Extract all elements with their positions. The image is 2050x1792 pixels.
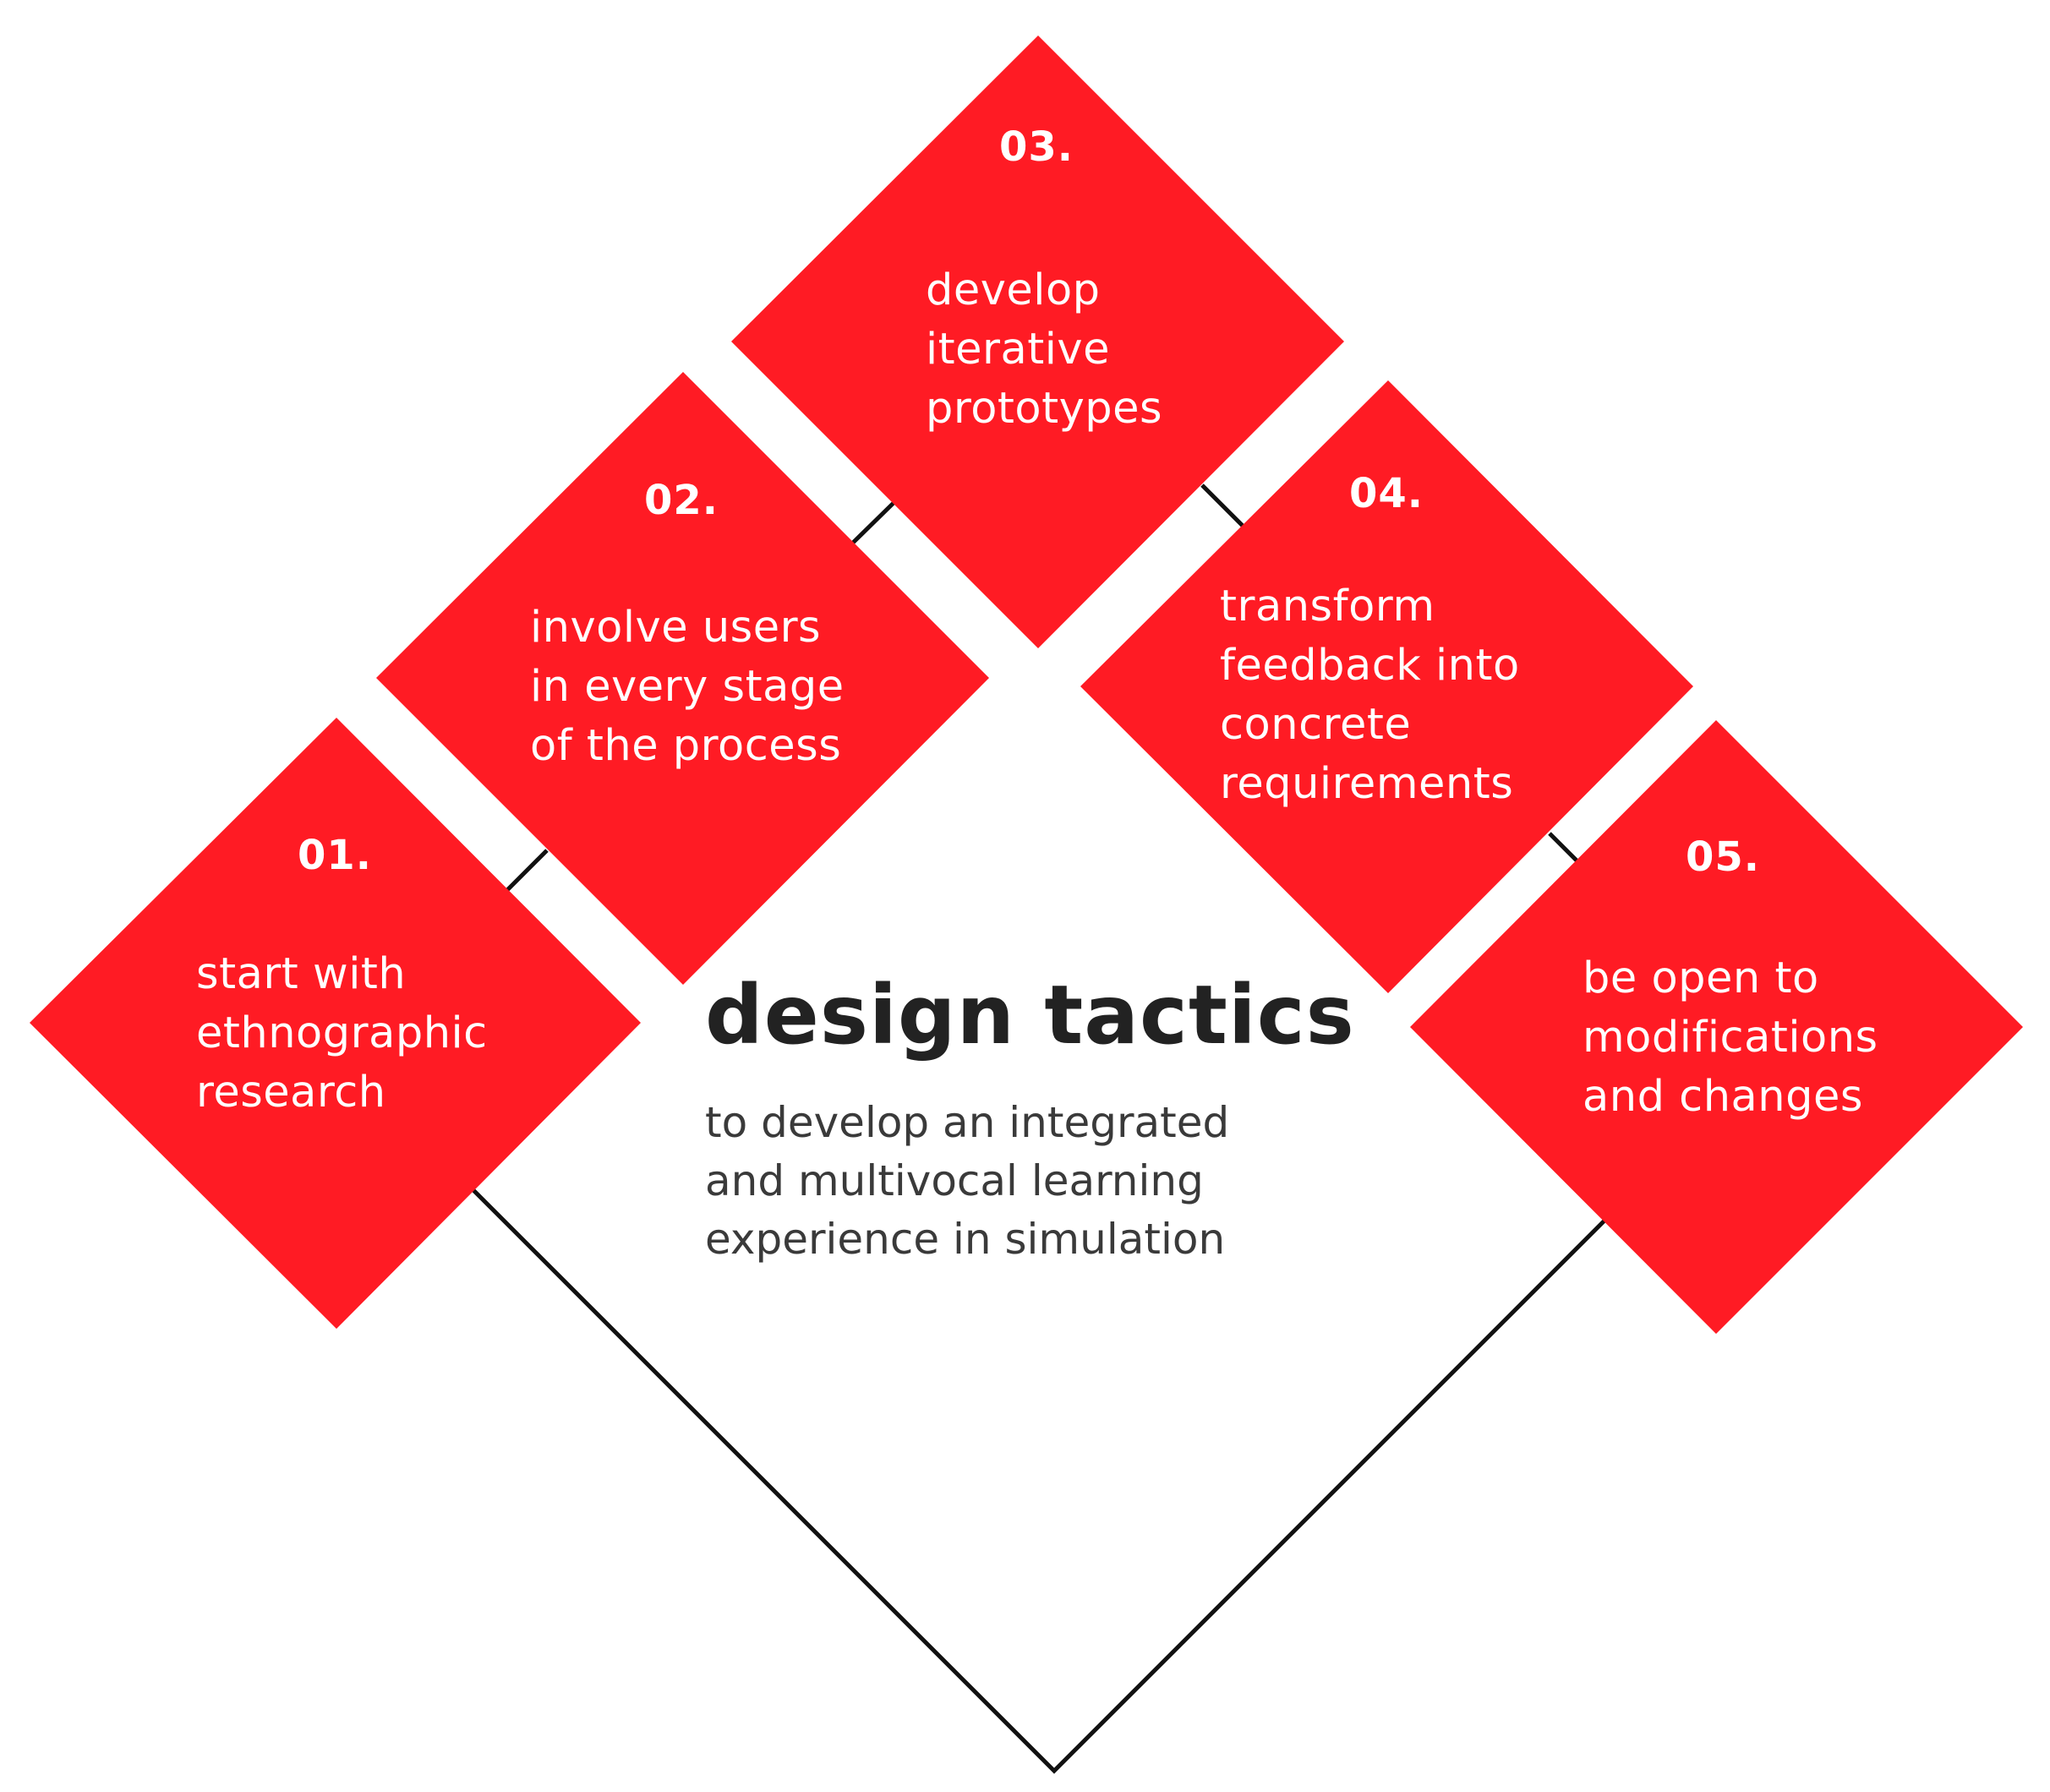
tactic-03-text-line: prototypes: [926, 384, 1163, 434]
tactic-03-text-line: iterative: [926, 325, 1110, 374]
tactic-05-text-line: and changes: [1583, 1072, 1863, 1122]
connector-01-02: [504, 849, 549, 893]
tactic-02-text-line: in every stage: [530, 662, 845, 712]
tactic-01-tile: [30, 718, 641, 1329]
diagram-title: design tactics: [705, 968, 1355, 1063]
tactic-02-text-line: involve users: [530, 603, 822, 653]
tactic-03-number: 03.: [999, 123, 1074, 171]
tactic-02-number: 02.: [644, 477, 719, 524]
tactic-04-text-line: requirements: [1220, 759, 1514, 809]
tactic-04-number: 04.: [1349, 470, 1424, 517]
tactic-05-text-line: be open to: [1583, 953, 1819, 1003]
tactic-04-tile: [1080, 380, 1693, 993]
tactic-01-text-line: start with: [196, 949, 407, 999]
tactic-05-tile: [1410, 720, 2023, 1334]
tactic-04-text-line: transform: [1220, 582, 1435, 631]
tactic-05-number: 05.: [1686, 833, 1761, 881]
diagram-subtitle-line: experience in simulation: [705, 1215, 1226, 1264]
tactic-04-text-line: concrete: [1220, 700, 1412, 750]
connector-02-03: [850, 500, 896, 545]
tactic-02-tile: [376, 372, 989, 985]
tactic-02-text-line: of the process: [530, 721, 842, 771]
tactic-03-text-line: develop: [926, 265, 1101, 315]
tactic-03-tile: [731, 36, 1344, 648]
tactic-05-text-line: modifications: [1583, 1013, 1878, 1063]
tactic-01-text-line: research: [196, 1068, 386, 1117]
diagram-subtitle-line: to develop an integrated: [705, 1098, 1230, 1147]
tactic-04-text-line: feedback into: [1220, 641, 1520, 691]
diagram-subtitle-line: and multivocal learning: [705, 1156, 1204, 1205]
outline-diamond: [472, 1188, 1612, 1774]
connector-03-04: [1200, 484, 1244, 527]
tactic-01-number: 01.: [298, 832, 373, 879]
tactic-01-text-line: ethnographic: [196, 1008, 488, 1058]
